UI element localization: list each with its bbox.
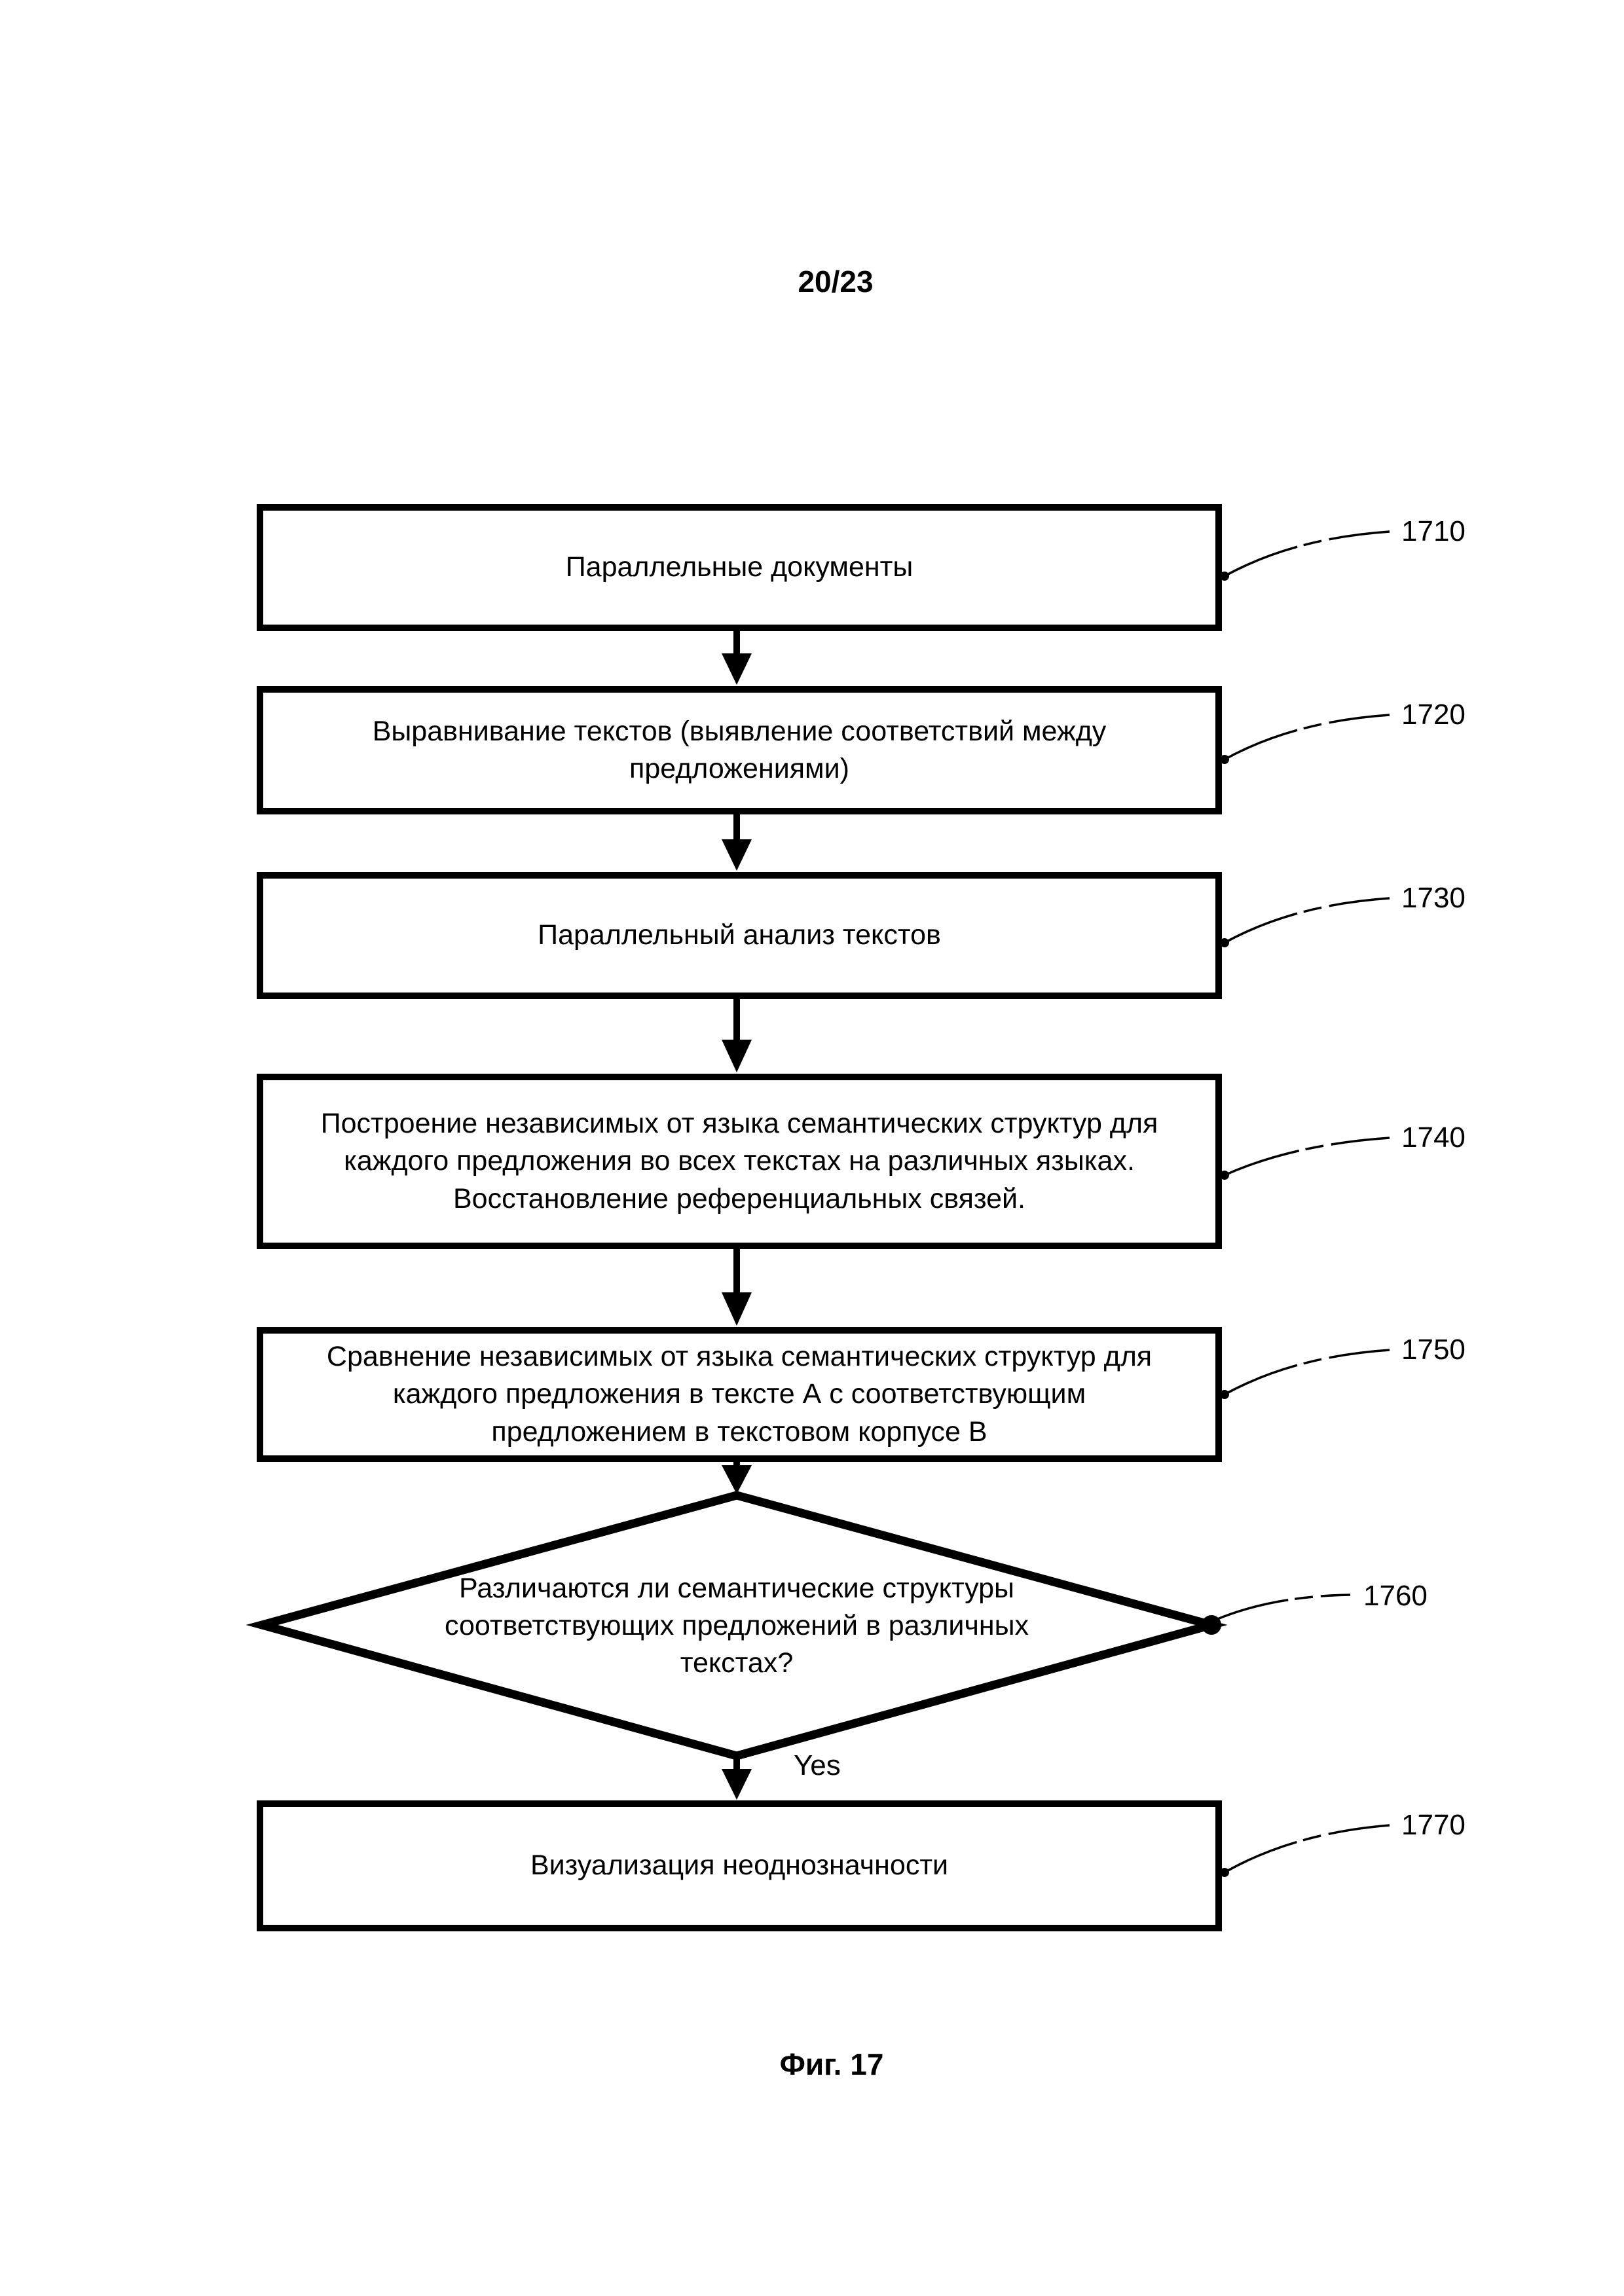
ref-numeral-1740: 1740 [1401, 1121, 1466, 1154]
edge-label-yes: Yes [794, 1749, 841, 1781]
ref-numeral-1730: 1730 [1401, 882, 1466, 914]
flow-arrow [722, 1461, 752, 1494]
ref-numeral-1720: 1720 [1401, 699, 1466, 731]
flow-box-build-semantic-structures: Построение независимых от языка семантич… [257, 1074, 1222, 1249]
flow-box-parallel-documents: Параллельные документы [257, 504, 1222, 631]
decision-diamond-label: Различаются ли семантические структуры с… [444, 1573, 1029, 1679]
ref-numeral-1770: 1770 [1401, 1809, 1466, 1841]
leader-line-1710 [1220, 530, 1390, 581]
leader-line-1720 [1220, 714, 1390, 764]
leader-line-1760 [1202, 1594, 1351, 1635]
leader-line-1740 [1220, 1137, 1390, 1180]
flow-box-parallel-analysis: Параллельный анализ текстов [257, 872, 1222, 999]
ref-numeral-1750: 1750 [1401, 1334, 1466, 1366]
flow-box-text-alignment: Выравнивание текстов (выявление соответс… [257, 686, 1222, 814]
flow-arrow [722, 630, 752, 685]
leader-line-1770 [1220, 1824, 1390, 1877]
ref-numeral-1760: 1760 [1363, 1580, 1428, 1612]
flow-arrow [722, 1248, 752, 1326]
leader-line-1730 [1220, 897, 1390, 947]
flow-box-compare-semantic-structures: Сравнение независимых от языка семантиче… [257, 1327, 1222, 1462]
flow-arrow [722, 813, 752, 871]
sheet-number: 20/23 [798, 264, 874, 299]
leader-line-1750 [1220, 1349, 1390, 1399]
figure-caption: Фиг. 17 [779, 2047, 884, 2081]
ref-numeral-1710: 1710 [1401, 515, 1466, 547]
flow-arrow [722, 998, 752, 1072]
flow-box-visualize-ambiguity: Визуализация неоднозначности [257, 1800, 1222, 1931]
flow-arrow-yes [722, 1757, 752, 1800]
